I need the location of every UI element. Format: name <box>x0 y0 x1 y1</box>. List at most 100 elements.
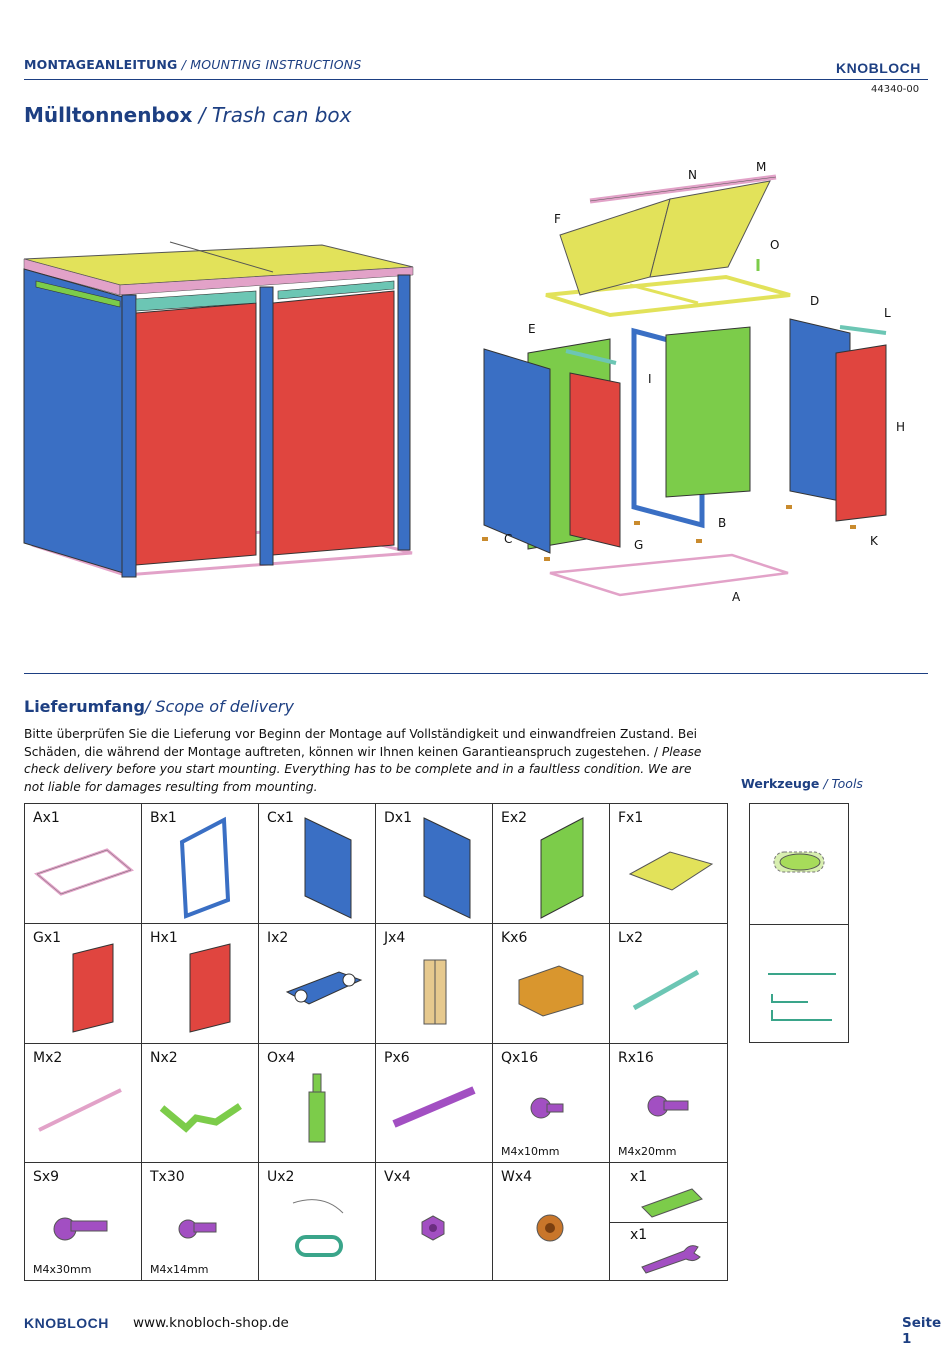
part-size: M4x10mm <box>501 1145 560 1158</box>
part-label: Bx1 <box>150 810 177 826</box>
part-label: Ox4 <box>267 1050 296 1066</box>
side-panel-icon <box>304 817 352 919</box>
part-size: M4x30mm <box>33 1263 92 1276</box>
header-rule <box>24 79 928 80</box>
part-label: Vx4 <box>384 1169 411 1185</box>
assembled-box-illustration <box>23 241 414 578</box>
part-label: Dx1 <box>384 810 412 826</box>
callout-g: G <box>634 538 643 552</box>
part-label: Gx1 <box>33 930 62 946</box>
part-label: Tx30 <box>150 1169 185 1185</box>
part-cell: Ex2 <box>493 804 610 924</box>
part-label: x1 <box>630 1169 648 1185</box>
part-cell: Wx4 <box>493 1163 610 1280</box>
callout-i: I <box>648 372 652 386</box>
part-cell: Rx16 M4x20mm <box>610 1044 727 1163</box>
callout-n: N <box>688 168 697 182</box>
callout-m: M <box>756 160 766 174</box>
footer-url[interactable]: www.knobloch-shop.de <box>133 1315 289 1331</box>
delivery-intro: Bitte überprüfen Sie die Lieferung vor B… <box>24 726 714 796</box>
lid-icon <box>628 851 714 891</box>
part-cell: Fx1 <box>610 804 727 924</box>
part-cell: Mx2 <box>25 1044 142 1163</box>
part-cell: Gx1 <box>25 924 142 1044</box>
part-label: Ax1 <box>33 810 60 826</box>
page-number: Seite 1 <box>902 1315 942 1347</box>
side-panel-icon <box>423 817 471 919</box>
intro-english: Please check delivery before you start m… <box>24 744 702 794</box>
part-cell: Hx1 <box>142 924 259 1044</box>
delivery-title-german: Lieferumfang <box>24 697 145 716</box>
part-cell: Ax1 <box>25 804 142 924</box>
part-label: Rx16 <box>618 1050 654 1066</box>
part-label: Fx1 <box>618 810 644 826</box>
part-cell: x1 <box>610 1223 727 1280</box>
bit-holder-icon <box>641 1188 703 1218</box>
brand-logo: KNOBLOCH <box>836 60 921 76</box>
hinge-icon <box>423 959 447 1025</box>
callout-f: F <box>554 212 561 226</box>
screw-icon <box>53 1217 108 1241</box>
wrench-icon <box>641 1245 701 1274</box>
intro-german: Bitte überprüfen Sie die Lieferung vor B… <box>24 727 698 759</box>
parts-grid: Ax1 Bx1 Cx1 Dx1 Ex2 Fx1 Gx1 Hx1 Ix2 Jx4 … <box>24 803 728 1281</box>
rail-icon <box>632 969 700 1011</box>
part-label: x1 <box>630 1227 648 1243</box>
tools-box <box>749 803 849 1043</box>
part-cell: Cx1 <box>259 804 376 924</box>
exploded-view-illustration: M N F O D L E I H B C G K A <box>482 160 905 604</box>
part-label: Ix2 <box>267 930 289 946</box>
part-cell: Nx2 <box>142 1044 259 1163</box>
title-separator: / <box>177 57 191 72</box>
rod-icon <box>38 1088 122 1132</box>
bracket-icon <box>285 971 363 1005</box>
callout-c: C <box>504 532 512 546</box>
anchor-icon <box>392 1086 476 1128</box>
part-cell: Dx1 <box>376 804 493 924</box>
part-cell: Qx16 M4x10mm <box>493 1044 610 1163</box>
title-german: MONTAGEANLEITUNG <box>24 57 178 72</box>
screw-icon <box>530 1097 564 1119</box>
title-english: MOUNTING INSTRUCTIONS <box>190 57 362 72</box>
part-cell: Kx6 <box>493 924 610 1044</box>
product-title: Mülltonnenbox / Trash can box <box>24 103 352 127</box>
callout-b: B <box>718 516 726 530</box>
part-size: M4x14mm <box>150 1263 209 1276</box>
part-label: Ex2 <box>501 810 528 826</box>
part-cell: Bx1 <box>142 804 259 924</box>
door-frame-icon <box>179 816 231 919</box>
callout-e: E <box>528 322 536 336</box>
callout-h: H <box>896 420 905 434</box>
footer-logo: KNOBLOCH <box>24 1315 109 1331</box>
tools-title: Werkzeuge / Tools <box>741 776 863 791</box>
part-label: Lx2 <box>618 930 643 946</box>
product-name-german: Mülltonnenbox <box>24 103 193 127</box>
part-label: Px6 <box>384 1050 410 1066</box>
screw-icon <box>647 1095 689 1117</box>
callout-o: O <box>770 238 779 252</box>
tools-title-german: Werkzeuge <box>741 776 820 791</box>
part-label: Wx4 <box>501 1169 533 1185</box>
delivery-title: Lieferumfang/ Scope of delivery <box>24 697 294 716</box>
part-cell: Lx2 <box>610 924 727 1044</box>
handle-icon <box>159 1103 242 1133</box>
screw-icon <box>178 1219 217 1239</box>
section-divider <box>24 673 928 674</box>
part-cell: Ox4 <box>259 1044 376 1163</box>
part-label: Qx16 <box>501 1050 539 1066</box>
part-label: Ux2 <box>267 1169 295 1185</box>
hex-key-icon <box>768 973 836 1021</box>
carabiner-icon <box>292 1199 344 1257</box>
part-cell: x1 <box>610 1163 727 1223</box>
part-cell: Sx9 M4x30mm <box>25 1163 142 1280</box>
part-label: Jx4 <box>384 930 406 946</box>
pin-icon <box>308 1073 326 1143</box>
back-panel-icon <box>540 817 584 919</box>
door-icon <box>189 943 231 1033</box>
part-cell: Px6 <box>376 1044 493 1163</box>
tools-title-english: / Tools <box>823 776 863 791</box>
part-label: Kx6 <box>501 930 528 946</box>
part-label: Cx1 <box>267 810 294 826</box>
part-cell: Ux2 <box>259 1163 376 1280</box>
part-label: Hx1 <box>150 930 178 946</box>
